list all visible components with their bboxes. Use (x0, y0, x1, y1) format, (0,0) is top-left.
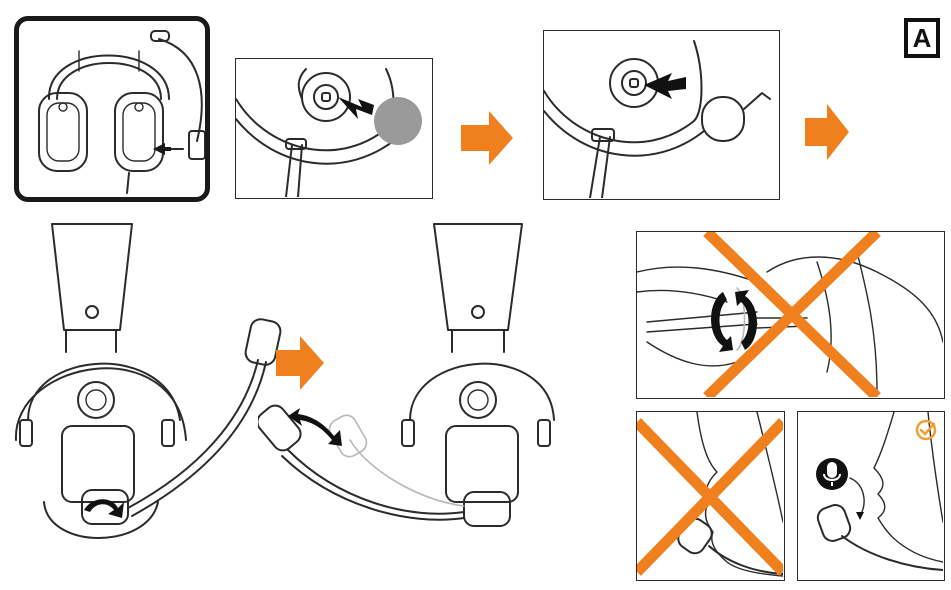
double-arrow-icon (288, 408, 342, 446)
section-badge: A (904, 18, 940, 58)
headset-side-with-mic (8, 220, 293, 580)
microphone-icon (816, 458, 848, 490)
black-arrow-icon (644, 73, 686, 99)
attach-mic-illustration (544, 31, 778, 198)
check-circle-icon (917, 421, 935, 439)
rotate-arrow-icon (711, 292, 733, 352)
orange-right-arrow (805, 104, 849, 160)
panel-remove-cap (235, 58, 433, 199)
wrong-position-illustration (637, 412, 783, 579)
foam-cap-disc (374, 97, 422, 145)
panel-attach-mic (543, 30, 780, 200)
remove-cap-illustration (236, 59, 431, 197)
wrong-twist-illustration (637, 232, 943, 397)
panel-headset-plug (14, 16, 210, 202)
black-arrow-icon (338, 97, 374, 119)
wrong-x-mark (637, 422, 783, 572)
correct-position-illustration (798, 412, 943, 579)
headset-side-adjust-mic (258, 220, 558, 540)
panel-correct-position (797, 411, 945, 581)
rotate-arrow-icon (735, 290, 757, 350)
panel-wrong-twist (636, 231, 945, 399)
orange-right-arrow (461, 111, 513, 165)
panel-wrong-position (636, 411, 785, 581)
headset-plug-illustration (19, 21, 205, 197)
